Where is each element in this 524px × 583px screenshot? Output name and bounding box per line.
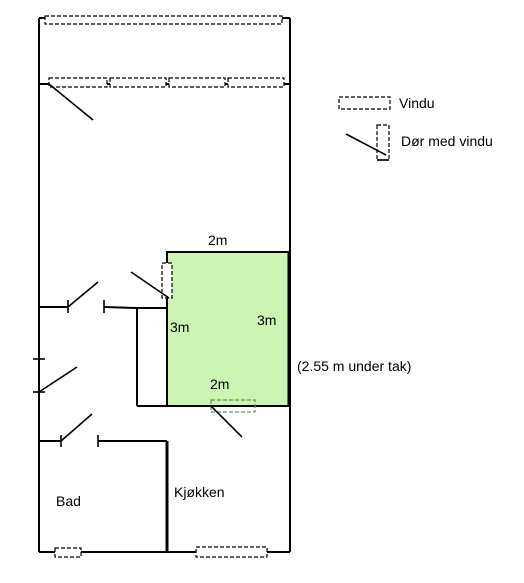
green-room-door-window bbox=[161, 262, 173, 299]
legend-door-swing bbox=[345, 133, 387, 156]
ceiling-note: (2.55 m under tak) bbox=[297, 358, 411, 374]
kitchen-window bbox=[195, 546, 268, 558]
door-swing-hall bbox=[67, 281, 99, 308]
legend-window-symbol bbox=[338, 96, 391, 110]
legend-door-window-label: Dør med vindu bbox=[401, 133, 493, 149]
bath-window bbox=[54, 547, 82, 558]
door-swing-green bbox=[130, 271, 170, 299]
green-room-area bbox=[166, 251, 290, 407]
bath-label: Bad bbox=[56, 493, 81, 509]
door-swing-green-bottom bbox=[210, 405, 243, 438]
window-top-1 bbox=[48, 77, 108, 88]
window-top-2 bbox=[109, 77, 167, 88]
legend-window-label: Vindu bbox=[399, 95, 435, 111]
legend: Vindu Dør med vindu bbox=[338, 95, 493, 161]
legend-door-window-symbol bbox=[376, 124, 390, 161]
window-top-3 bbox=[168, 77, 226, 88]
door-swing-top bbox=[48, 83, 94, 121]
room-dim-left: 3m bbox=[170, 319, 189, 335]
top-porch bbox=[38, 15, 291, 121]
top-window-strip bbox=[44, 15, 283, 25]
room-dim-top: 2m bbox=[208, 232, 227, 248]
interior-walls bbox=[33, 281, 268, 558]
window-top-4 bbox=[227, 77, 285, 88]
green-room bbox=[130, 251, 291, 438]
room-dim-bottom: 2m bbox=[210, 376, 229, 392]
kitchen-label: Kjøkken bbox=[174, 484, 225, 500]
door-swing-left bbox=[38, 366, 78, 393]
room-dim-right: 3m bbox=[257, 312, 276, 328]
door-swing-bath bbox=[60, 413, 93, 442]
